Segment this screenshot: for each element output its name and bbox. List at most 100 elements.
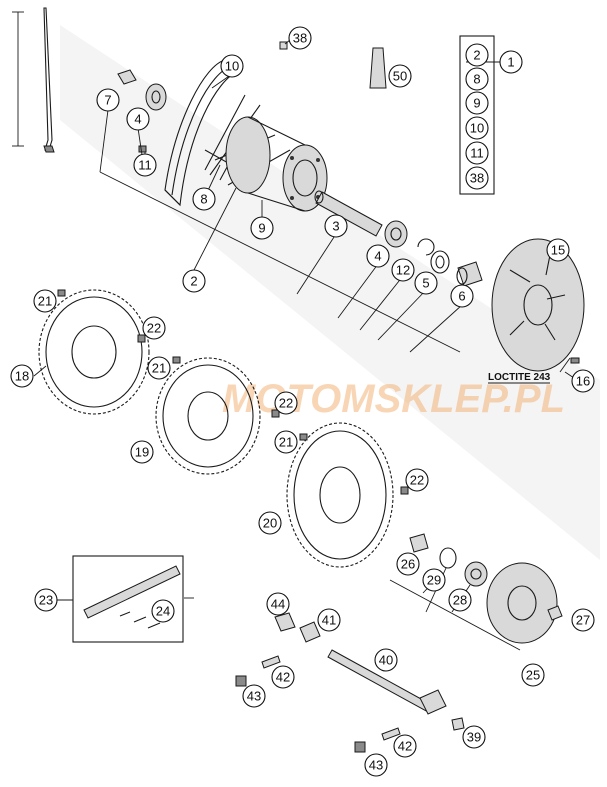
callout-21b: 21	[147, 356, 171, 380]
callout-5: 5	[414, 271, 438, 295]
svg-text:6: 6	[458, 289, 465, 304]
callout-29: 29	[422, 568, 446, 592]
svg-text:24: 24	[156, 604, 170, 619]
svg-text:11: 11	[138, 158, 152, 173]
callout-28: 28	[448, 588, 472, 612]
svg-text:22: 22	[410, 473, 424, 488]
axle-40	[327, 649, 447, 715]
svg-text:10: 10	[470, 121, 484, 136]
callout-8: 8	[192, 187, 216, 211]
bolt-21a	[57, 289, 66, 297]
kit-callouts: 2 8 9 10 11 38	[465, 43, 489, 190]
svg-text:39: 39	[467, 730, 481, 745]
svg-text:7: 7	[104, 93, 111, 108]
sprocket-19	[155, 357, 261, 475]
callout-43a: 43	[242, 684, 266, 708]
callout-7: 7	[96, 88, 120, 112]
sprocket-18	[38, 289, 150, 415]
callout-12: 12	[391, 258, 415, 282]
sprocket-carrier-25	[486, 562, 558, 644]
kit-label-8: 8	[465, 67, 489, 91]
svg-text:29: 29	[427, 573, 441, 588]
spacer-26	[409, 533, 429, 553]
callouts: 1 2 3 4 4 5 6 7 8 9 10 11 12 15 16 18 19…	[10, 26, 595, 777]
callout-27: 27	[571, 608, 595, 632]
svg-text:28: 28	[453, 593, 467, 608]
svg-text:8: 8	[200, 192, 207, 207]
spoke-drawing	[12, 7, 55, 153]
spacer-7	[117, 69, 137, 85]
callout-23: 23	[34, 588, 58, 612]
callout-19: 19	[130, 440, 154, 464]
watermark-band	[60, 25, 600, 560]
svg-text:25: 25	[526, 668, 540, 683]
callout-3: 3	[324, 214, 348, 238]
svg-text:27: 27	[576, 613, 590, 628]
callout-16: 16	[571, 369, 595, 393]
kit-box	[459, 35, 495, 195]
wheel-hub	[204, 94, 328, 212]
callout-41: 41	[317, 608, 341, 632]
kit-label-2: 2	[465, 43, 489, 67]
svg-text:23: 23	[39, 593, 53, 608]
callout-11: 11	[133, 153, 157, 177]
svg-text:1: 1	[507, 55, 514, 70]
callout-22c: 22	[405, 468, 429, 492]
bolt-11	[138, 145, 147, 153]
callout-50: 50	[388, 64, 412, 88]
valve-50	[369, 47, 387, 89]
adjuster-41	[299, 621, 321, 643]
loctite-leader	[559, 357, 571, 373]
callout-43b: 43	[364, 753, 388, 777]
svg-text:15: 15	[551, 243, 565, 258]
svg-text:12: 12	[396, 263, 410, 278]
callout-38: 38	[288, 26, 312, 50]
callout-4: 4	[366, 244, 390, 268]
svg-text:8: 8	[473, 72, 480, 87]
callout-10: 10	[220, 54, 244, 78]
svg-text:3: 3	[332, 219, 339, 234]
callout-42a: 42	[271, 665, 295, 689]
screw-42b	[381, 727, 401, 741]
svg-text:22: 22	[279, 396, 293, 411]
callout-40: 40	[374, 648, 398, 672]
svg-text:4: 4	[374, 249, 381, 264]
svg-text:11: 11	[470, 146, 484, 161]
brake-disc	[491, 238, 585, 372]
svg-text:9: 9	[258, 221, 265, 236]
nut-22c	[400, 486, 409, 495]
svg-text:21: 21	[38, 294, 52, 309]
callout-15: 15	[546, 238, 570, 262]
kit-label-38: 38	[465, 166, 489, 190]
bearing-28	[464, 561, 488, 587]
callout-22a: 22	[142, 316, 166, 340]
bolt-21c	[299, 433, 308, 441]
nut-22b	[271, 409, 280, 418]
svg-text:22: 22	[147, 321, 161, 336]
kit-label-11: 11	[465, 141, 489, 165]
svg-text:38: 38	[293, 31, 307, 46]
svg-text:18: 18	[15, 369, 29, 384]
axle-sleeve-3	[314, 190, 383, 237]
svg-text:43: 43	[369, 758, 383, 773]
svg-text:50: 50	[393, 69, 407, 84]
callout-24: 24	[151, 599, 175, 623]
callout-18: 18	[10, 364, 34, 388]
svg-text:42: 42	[398, 739, 412, 754]
disc-bolt-16	[570, 357, 580, 364]
cap-39	[451, 717, 465, 731]
spacer-6	[456, 261, 483, 287]
callout-25: 25	[521, 663, 545, 687]
circlip-12	[417, 238, 435, 256]
nut-44	[274, 612, 296, 632]
nut-43b	[354, 741, 366, 753]
callout-44: 44	[266, 592, 290, 616]
svg-text:43: 43	[247, 689, 261, 704]
screw-42a	[261, 655, 281, 669]
callout-21c: 21	[274, 430, 298, 454]
callout-21a: 21	[33, 289, 57, 313]
sprocket-20	[286, 422, 394, 568]
svg-text:20: 20	[263, 516, 277, 531]
plug-38	[279, 41, 288, 50]
svg-text:10: 10	[225, 59, 239, 74]
